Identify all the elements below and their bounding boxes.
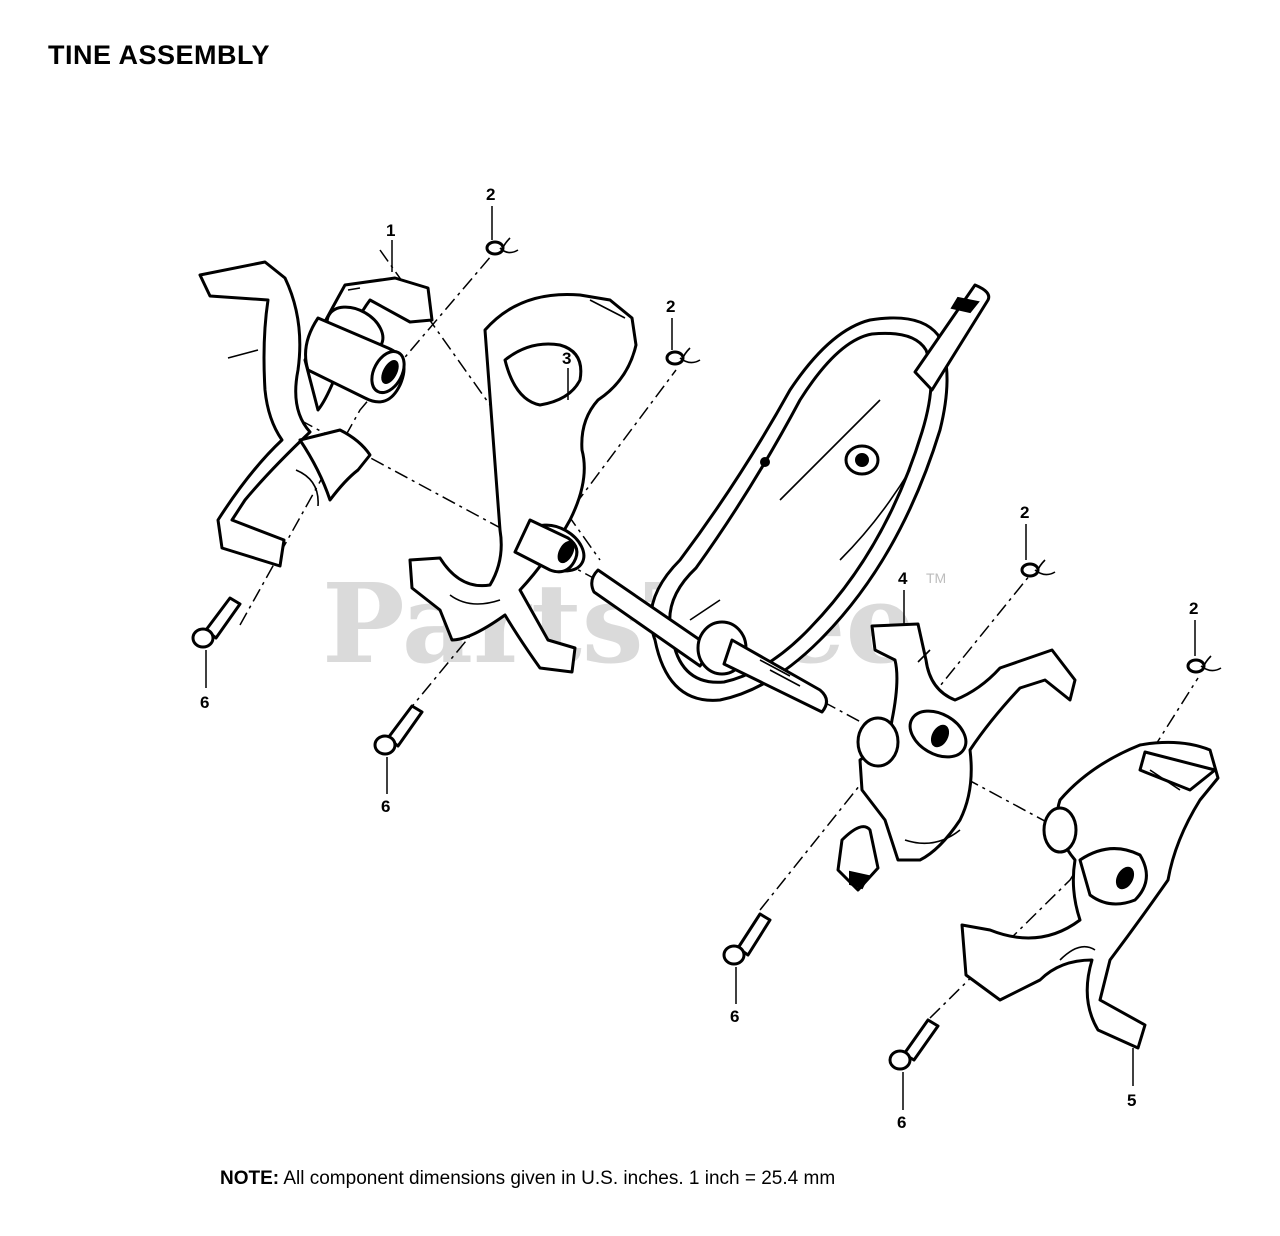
dimension-note: NOTE: All component dimensions given in … [220,1168,835,1190]
callout-5: 5 [1127,1091,1136,1110]
clip-2a [485,237,519,256]
clip-2c [1020,559,1056,578]
tine-part-4[interactable] [836,622,1077,892]
tine-part-3[interactable] [408,292,638,674]
callout-4: 4 [898,569,908,588]
tine-right-part-5[interactable] [960,740,1220,1050]
page-title: TINE ASSEMBLY [48,40,271,70]
callout-6a: 6 [200,693,209,712]
tine-gearbox-housing[interactable] [590,283,991,714]
note-text: All component dimensions given in U.S. i… [283,1168,836,1189]
pin-6b [373,704,424,756]
callout-labels: 1 2 2 3 2 4 2 6 6 6 6 5 [200,185,1198,1132]
note-label: NOTE: [220,1168,280,1189]
callout-2d: 2 [1189,599,1198,618]
pin-6d [888,1018,940,1071]
callout-6b: 6 [381,797,390,816]
callout-2b: 2 [666,297,675,316]
tine-left-part-1[interactable] [198,260,434,568]
pin-6c [722,912,772,966]
clip-2d [1186,655,1222,674]
callout-2c: 2 [1020,503,1029,522]
clevis-pins-part-6[interactable] [191,596,940,1071]
callout-leaders [205,206,1196,1110]
callout-3: 3 [562,349,571,368]
callout-6d: 6 [897,1113,906,1132]
hairpin-clips-part-2[interactable] [485,237,1222,674]
svg-text:TM: TM [926,570,946,586]
callout-6c: 6 [730,1007,739,1026]
clip-2b [665,347,701,366]
callout-2a: 2 [486,185,495,204]
callout-1: 1 [386,221,395,240]
pin-6a [191,596,242,649]
